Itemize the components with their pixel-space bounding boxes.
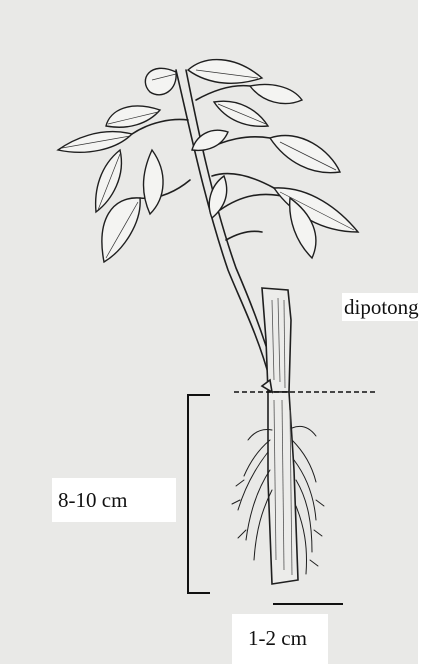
leaf bbox=[209, 176, 226, 218]
cut-point-label: dipotong bbox=[342, 293, 421, 321]
leaf bbox=[102, 198, 140, 262]
leaves bbox=[58, 60, 358, 262]
length-bracket bbox=[188, 395, 210, 593]
stem-width-label: 1-2 cm bbox=[232, 614, 328, 664]
leaf bbox=[145, 68, 176, 94]
cutting-stem bbox=[262, 288, 298, 584]
cutting-length-label: 8-10 cm bbox=[52, 478, 176, 522]
leaf bbox=[192, 130, 228, 150]
leaf bbox=[144, 150, 164, 214]
leaf bbox=[188, 60, 262, 84]
leaf bbox=[250, 85, 302, 104]
